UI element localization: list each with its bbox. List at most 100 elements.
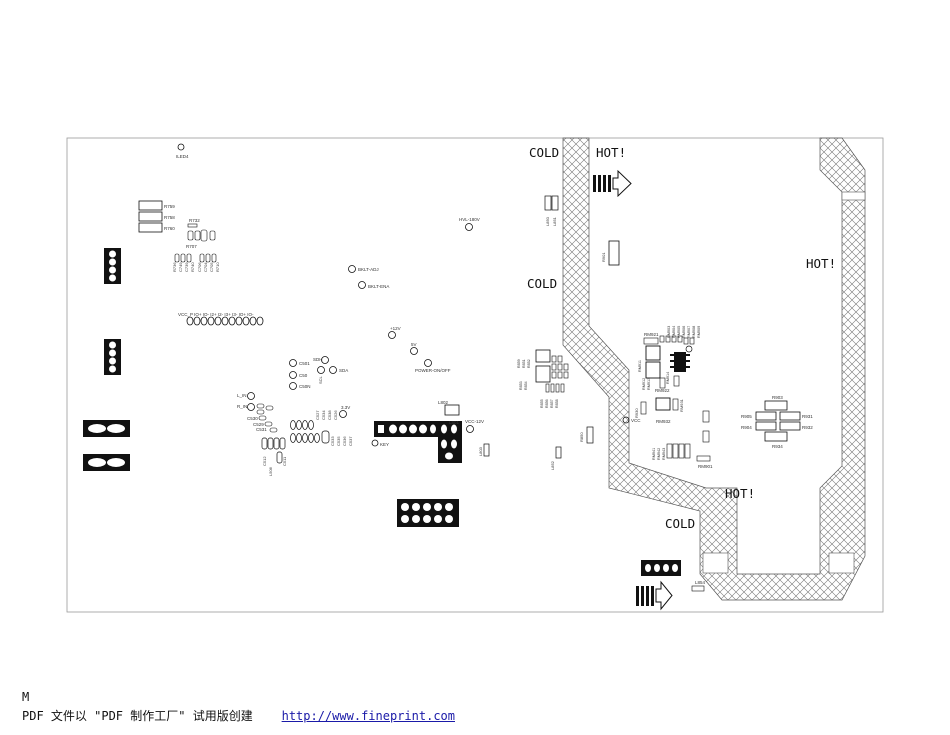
test-point: [410, 347, 418, 355]
component-label: L506: [268, 466, 273, 476]
component-label: L802: [438, 400, 449, 405]
test-point: [289, 371, 297, 379]
capacitor: [258, 415, 267, 421]
component-label: C533: [330, 436, 335, 446]
footer-marker: M: [22, 690, 30, 704]
resistor: [138, 222, 163, 233]
component-label: RM901: [698, 464, 713, 469]
connector-4pin: [104, 339, 121, 375]
test-point: [466, 425, 474, 433]
component-label: C536: [342, 436, 347, 446]
resistor: [138, 211, 163, 222]
test-point: [339, 410, 347, 418]
resistor: [187, 223, 198, 228]
component-label: R932: [802, 425, 813, 430]
resistor: [659, 377, 666, 389]
connector-block: [438, 421, 462, 463]
inductor: [444, 404, 460, 416]
test-point: [424, 359, 432, 367]
test-point: [247, 392, 255, 400]
component-label: RM932: [656, 419, 671, 424]
component-label: R859: [517, 359, 521, 368]
component-label: R853: [519, 381, 523, 390]
component-label: R740: [190, 262, 195, 272]
component-label: RM912: [642, 378, 646, 390]
component-row: [545, 355, 569, 393]
isolation-gap-marker: [702, 552, 729, 574]
inductor: [551, 195, 559, 211]
test-point: [321, 356, 329, 364]
component-label: RM909: [697, 326, 701, 338]
component-label: KEY: [380, 442, 389, 447]
component-label: RM908: [692, 326, 696, 338]
test-point: [622, 416, 630, 424]
component-label: R760: [164, 226, 175, 231]
component-label: L_IN: [237, 393, 247, 398]
component-label: BKLT-ADJ: [358, 267, 379, 272]
capacitor: [187, 230, 194, 241]
component-label: R852: [527, 359, 531, 368]
inductor: [483, 443, 490, 457]
test-point: [329, 366, 337, 374]
component-label: C531: [256, 427, 267, 432]
component-label: SCL: [318, 375, 323, 384]
component-label: RM922: [655, 388, 670, 393]
flow-arrow-icon: [593, 169, 632, 198]
capacitor: [194, 230, 201, 241]
connector-5pin: [374, 421, 438, 437]
component-label: RM906: [682, 326, 686, 338]
ic-package: [670, 352, 690, 372]
component-label: R901: [601, 252, 606, 262]
component-label: RM911: [638, 360, 642, 372]
component-label: RM943: [662, 448, 666, 460]
component-label: C749: [178, 262, 183, 272]
capacitor: [265, 405, 274, 411]
component-row: [666, 443, 691, 459]
component-label: RM914: [666, 372, 670, 384]
component-label: SDH: [313, 357, 323, 362]
connector-4pin: [641, 560, 681, 576]
test-point: [289, 359, 297, 367]
component-label: R934: [772, 444, 783, 449]
component-row: [174, 253, 217, 263]
component-label: R856: [545, 399, 549, 408]
fineprint-link[interactable]: http://www.fineprint.com: [281, 709, 455, 723]
component-label: POWER-ON/OFF: [415, 368, 451, 373]
test-point: [317, 366, 325, 374]
component-label: VCC-12V: [465, 419, 484, 424]
transistor: [655, 397, 671, 411]
component-label: RM913: [647, 378, 651, 390]
isolation-gap-marker: [841, 191, 866, 201]
component-label: R710: [215, 262, 220, 272]
component-label: 3.3V: [341, 405, 350, 410]
component-label: 5V: [411, 342, 417, 347]
transformer: [645, 361, 661, 379]
component-label: R758: [164, 215, 175, 220]
resistor: [586, 426, 594, 444]
resistor: [608, 240, 620, 266]
test-point: [371, 439, 379, 447]
resistor: [702, 430, 710, 443]
capacitor: [209, 230, 216, 241]
hot-zone-label: HOT!: [806, 256, 836, 271]
connector-4pin: [104, 248, 121, 284]
component-label: L851: [552, 216, 557, 226]
component-label: R903: [772, 395, 783, 400]
component-label: R931: [802, 414, 813, 419]
component-label: R904: [741, 425, 752, 430]
component-label: R857: [550, 399, 554, 408]
component-label: ILED4: [176, 154, 189, 159]
component-label: C537: [348, 436, 353, 446]
pdf-creator-note: PDF 文件以 "PDF 制作工厂" 试用版创建: [22, 709, 253, 723]
component-label: RM931: [679, 398, 684, 412]
component-label: C705: [209, 262, 214, 272]
test-point: [465, 223, 473, 231]
component-label: R736: [172, 262, 177, 272]
component-label: L854: [695, 580, 706, 585]
component-label: C501: [299, 361, 310, 366]
capacitor: [256, 403, 265, 409]
component-label: C511: [282, 456, 287, 466]
component-label: SDA: [339, 368, 348, 373]
transformer: [645, 345, 661, 361]
